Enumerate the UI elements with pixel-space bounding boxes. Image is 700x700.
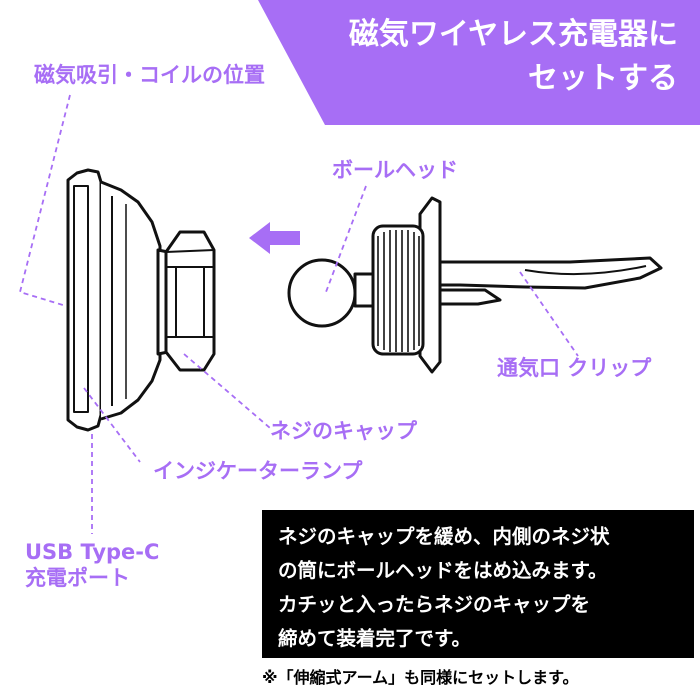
label-usb-port-line2: 充電ポート [25,566,130,591]
ball-head [287,258,357,328]
footnote: ※「伸縮式アーム」も同様にセットします。 [262,668,579,687]
instruction-line: カチッと入ったらネジのキャップを [278,593,591,616]
knurled-collar [371,224,425,356]
charger-back-taper [100,180,162,421]
instruction-box: ネジのキャップを緩め、内側のネジ状 の筒にボールヘッドをはめ込みます。 カチッと… [262,510,694,658]
leader-vent-clip [519,271,579,357]
leader-magnet [18,94,71,307]
label-magnet-coil-position: 磁気吸引・コイルの位置 [34,63,265,87]
label-ball-head: ボールヘッド [332,158,458,182]
label-usb-port: USB Type-C 充電ポート [25,539,159,592]
charger-plate-inner [73,185,89,413]
leader-indicator-lamp [83,387,141,463]
leader-ball-head [325,185,367,293]
header-banner [258,0,700,125]
label-vent-clip: 通気口 クリップ [497,356,652,380]
charger-front-plate [66,168,103,432]
banner-title-line1: 磁気ワイヤレス充電器に [348,17,678,52]
instruction-line: の筒にボールヘッドをはめ込みます。 [278,559,608,582]
clip-flange [418,196,442,374]
insert-direction-arrow [249,222,300,254]
label-indicator-lamp: インジケーターランプ [153,459,363,483]
instruction-line: 締めて装着完了です。 [278,627,472,650]
leader-screw-cap [183,353,271,429]
label-screw-cap: ネジのキャップ [270,419,417,443]
banner-title-line2: セットする [528,61,678,96]
label-usb-port-line1: USB Type-C [25,540,160,564]
instruction-line: ネジのキャップを緩め、内側のネジ状 [278,525,610,548]
